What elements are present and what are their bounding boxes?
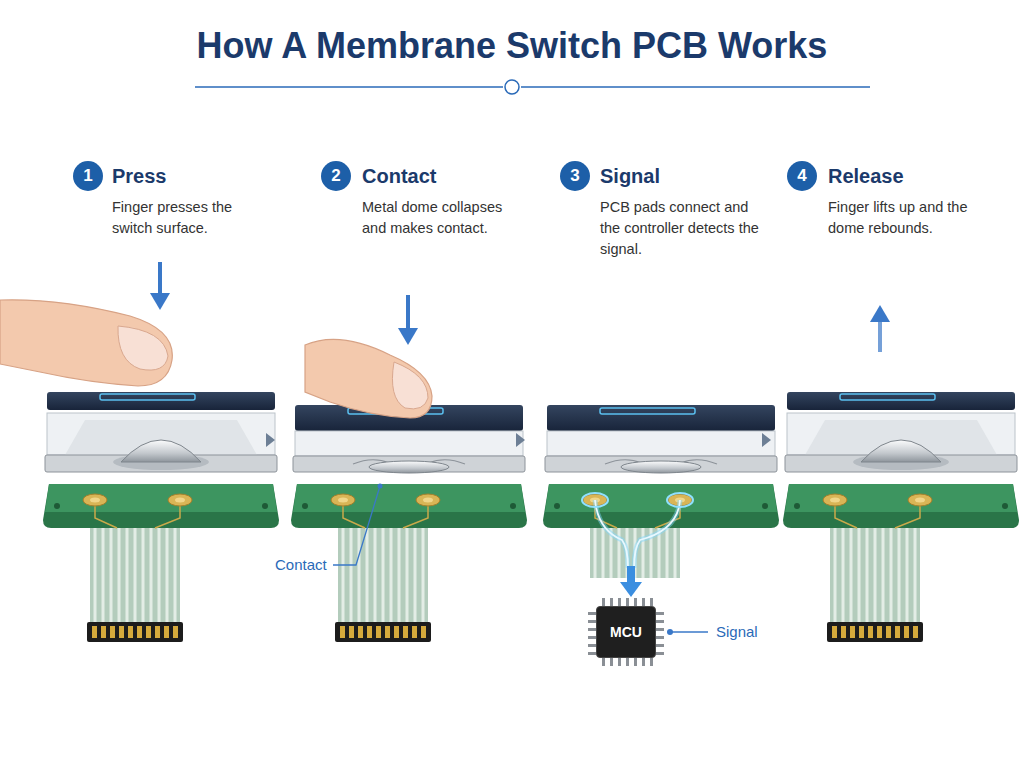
step-number-badge: 2 — [321, 161, 351, 191]
step-heading: Contact — [362, 164, 522, 188]
chip-label: MCU — [610, 624, 642, 640]
press-arrow — [406, 295, 410, 330]
step-description: PCB pads connect and the controller dete… — [600, 197, 760, 260]
callout-label: Contact — [275, 555, 365, 575]
step-number: 4 — [797, 166, 806, 186]
step-number: 1 — [83, 166, 92, 186]
step-description: Finger presses the switch surface. — [112, 197, 237, 239]
signal-arrow — [627, 566, 635, 584]
signal-glow — [595, 500, 680, 568]
pcb-board — [291, 484, 527, 528]
step-heading: Signal — [600, 164, 760, 188]
leader-dot — [667, 629, 673, 635]
step-number-badge: 4 — [787, 161, 817, 191]
pad-glow — [582, 493, 608, 507]
switch-stack-up — [785, 392, 1017, 472]
pcb-board — [783, 484, 1019, 528]
header-rule — [521, 86, 870, 88]
leader-line — [668, 631, 708, 632]
step-number: 2 — [331, 166, 340, 186]
step-description: Metal dome collapses and makes contact. — [362, 197, 512, 239]
step-heading: Release — [828, 164, 988, 188]
release-arrow — [878, 320, 882, 352]
chip-pins — [588, 598, 664, 666]
finger — [305, 339, 432, 418]
signal-path — [595, 500, 680, 568]
leader-line — [333, 486, 380, 565]
pad-glow — [667, 493, 693, 507]
step-chevron — [266, 433, 275, 447]
pcb-board — [543, 484, 779, 528]
press-arrow-head — [150, 293, 170, 310]
fingernail — [392, 362, 428, 409]
badge-circle — [321, 161, 351, 191]
pcb-board — [43, 484, 279, 528]
press-arrow — [158, 262, 162, 296]
step-number-badge: 3 — [560, 161, 590, 191]
badge-circle — [73, 161, 103, 191]
step-number-badge: 1 — [73, 161, 103, 191]
switch-stack-up — [45, 392, 277, 472]
step-chevron — [516, 433, 525, 447]
step-number: 3 — [570, 166, 579, 186]
step-description: Finger lifts up and the dome rebounds. — [828, 197, 968, 239]
flex-tail — [335, 528, 431, 642]
finger — [0, 300, 172, 386]
panel-press — [43, 392, 279, 642]
panel-contact — [291, 405, 527, 642]
diagram-title: How A Membrane Switch PCB Works — [0, 24, 1024, 68]
signal-arrow-head — [620, 582, 642, 597]
header-dot — [505, 80, 519, 94]
release-arrow-head — [870, 305, 890, 322]
step-chevron — [762, 433, 771, 447]
panel-signal — [543, 405, 779, 578]
fingernail — [118, 326, 168, 370]
callout-label: Signal — [716, 622, 806, 642]
leader-dot — [378, 484, 383, 489]
flex-tail — [827, 528, 923, 642]
panel-release — [783, 392, 1019, 642]
badge-circle — [560, 161, 590, 191]
mcu-chip: MCU — [596, 606, 656, 658]
switch-stack-pressed — [545, 405, 777, 473]
badge-circle — [787, 161, 817, 191]
flex-tail — [87, 528, 183, 642]
step-heading: Press — [112, 164, 252, 188]
press-arrow-head — [398, 328, 418, 345]
header-rule — [195, 86, 503, 88]
